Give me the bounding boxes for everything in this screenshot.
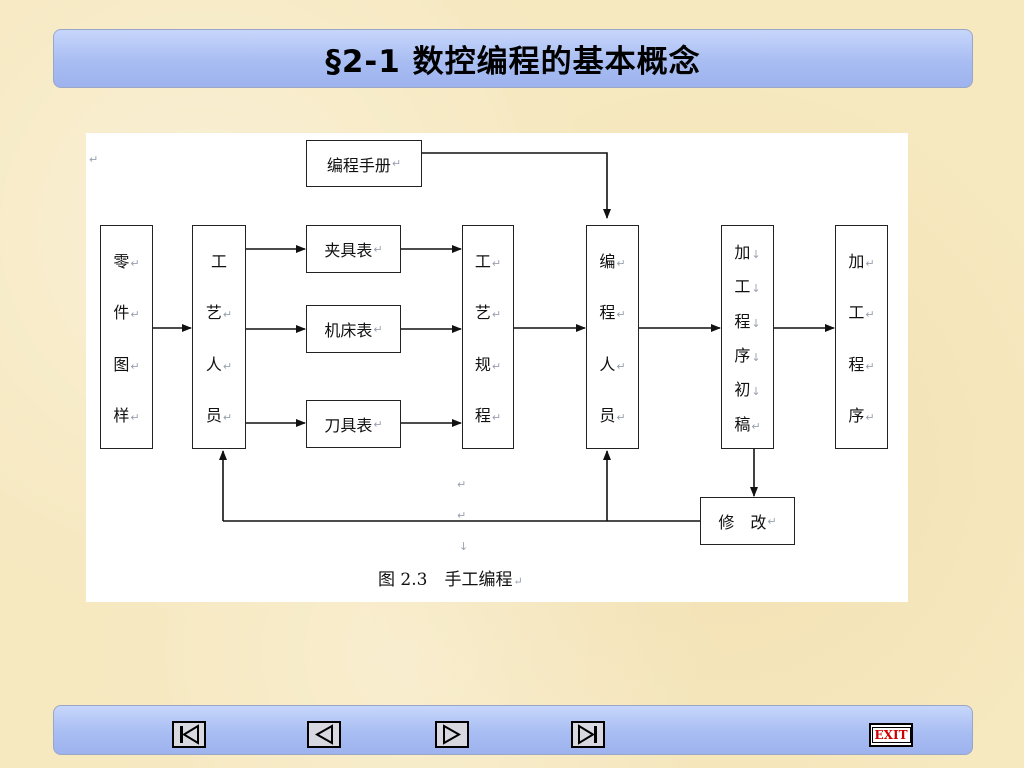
box-revise: 修 改↵ xyxy=(700,497,795,545)
box-machine-table: 机床表↵ xyxy=(306,305,401,353)
box-program-draft: 加↓ 工↓ 程↓ 序↓ 初↓ 稿↵ xyxy=(721,225,774,449)
exit-label: EXIT xyxy=(871,727,911,743)
figure-caption: 图 2.3 手工编程↵ xyxy=(378,570,523,590)
box-part-drawing: 零↵ 件↵ 图↵ 样↵ xyxy=(100,225,153,449)
flow-connectors xyxy=(153,152,835,522)
box-process-specification: 工↵ 艺↵ 规↵ 程↵ xyxy=(462,225,514,449)
figure-manual-programming: ↵ 编程手册↵ 零↵ 件↵ 图↵ 样↵ 工 艺↵ 人↵ 员↵ 夹具表↵ 机床表↵… xyxy=(86,133,908,602)
title-bar: §2-1 数控编程的基本概念 xyxy=(53,29,973,88)
line-break-mark: ↓ xyxy=(459,540,469,553)
exit-button[interactable]: EXIT xyxy=(869,723,913,747)
skip-first-icon xyxy=(180,724,199,745)
slide-title: §2-1 数控编程的基本概念 xyxy=(325,44,701,80)
paragraph-mark: ↵ xyxy=(457,509,467,522)
paragraph-mark: ↵ xyxy=(457,478,467,491)
arrow-manual-to-programmer xyxy=(421,152,611,219)
first-slide-button[interactable] xyxy=(172,721,206,748)
next-icon xyxy=(443,724,462,745)
paragraph-mark: ↵ xyxy=(89,153,99,166)
box-final-program: 加↵ 工↵ 程↵ 序↵ xyxy=(835,225,888,449)
navigation-bar: EXIT xyxy=(53,705,973,755)
last-slide-button[interactable] xyxy=(571,721,605,748)
box-process-staff: 工 艺↵ 人↵ 员↵ xyxy=(192,225,246,449)
skip-last-icon xyxy=(578,724,597,745)
previous-slide-button[interactable] xyxy=(307,721,341,748)
box-programmer: 编↵ 程↵ 人↵ 员↵ xyxy=(586,225,639,449)
previous-icon xyxy=(314,724,333,745)
box-fixture-table: 夹具表↵ xyxy=(306,225,401,273)
box-tool-table: 刀具表↵ xyxy=(306,400,401,448)
box-programming-manual: 编程手册↵ xyxy=(306,140,422,187)
next-slide-button[interactable] xyxy=(435,721,469,748)
